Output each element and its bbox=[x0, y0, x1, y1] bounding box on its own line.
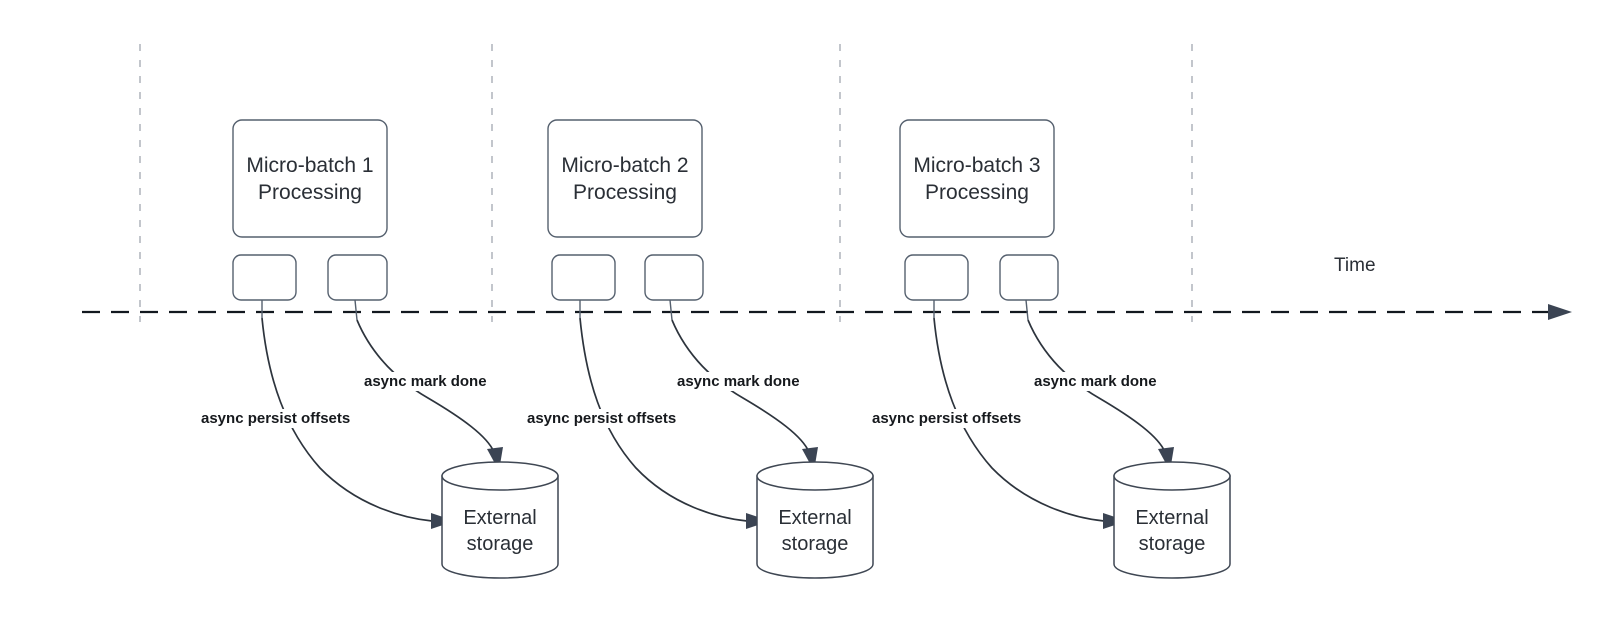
external-storage-body-2[interactable] bbox=[756, 475, 874, 579]
task-stem-2-right bbox=[669, 299, 673, 321]
microbatch-box-3[interactable] bbox=[899, 119, 1055, 238]
microbatch-box-2[interactable] bbox=[547, 119, 703, 238]
mark-done-curve-1 bbox=[356, 319, 495, 453]
persist-offsets-curve-3 bbox=[933, 317, 1105, 522]
external-storage-label-1: External storage bbox=[463, 507, 537, 555]
microbatch-box-1[interactable] bbox=[232, 119, 388, 238]
external-storage-label-2: External storage bbox=[778, 507, 852, 555]
task-box-2-right[interactable] bbox=[644, 254, 704, 301]
task-box-3-right[interactable] bbox=[999, 254, 1059, 301]
mark-done-label-3: async mark done bbox=[1031, 372, 1160, 391]
task-box-1-left[interactable] bbox=[232, 254, 297, 301]
mark-done-label-1: async mark done bbox=[361, 372, 490, 391]
persist-offsets-label-3: async persist offsets bbox=[869, 409, 1025, 428]
task-stem-1-right bbox=[354, 299, 358, 321]
mark-done-curve-2 bbox=[671, 319, 810, 453]
persist-offsets-label-2: async persist offsets bbox=[524, 409, 680, 428]
task-box-3-left[interactable] bbox=[904, 254, 969, 301]
mark-done-curve-3 bbox=[1027, 319, 1166, 453]
timeline-arrowhead bbox=[1548, 304, 1572, 320]
external-storage-top-1 bbox=[441, 461, 559, 491]
task-box-1-right[interactable] bbox=[327, 254, 388, 301]
external-storage-top-2 bbox=[756, 461, 874, 491]
external-storage-top-3 bbox=[1113, 461, 1231, 491]
task-box-2-left[interactable] bbox=[551, 254, 616, 301]
external-storage-label-3: External storage bbox=[1135, 507, 1209, 555]
external-storage-body-3[interactable] bbox=[1113, 475, 1231, 579]
task-stem-3-right bbox=[1025, 299, 1029, 321]
persist-offsets-curve-1 bbox=[261, 317, 433, 522]
persist-offsets-curve-2 bbox=[579, 317, 748, 522]
persist-offsets-label-1: async persist offsets bbox=[198, 409, 354, 428]
mark-done-label-2: async mark done bbox=[674, 372, 803, 391]
time-axis-label: Time bbox=[1334, 255, 1376, 276]
external-storage-body-1[interactable] bbox=[441, 475, 559, 579]
